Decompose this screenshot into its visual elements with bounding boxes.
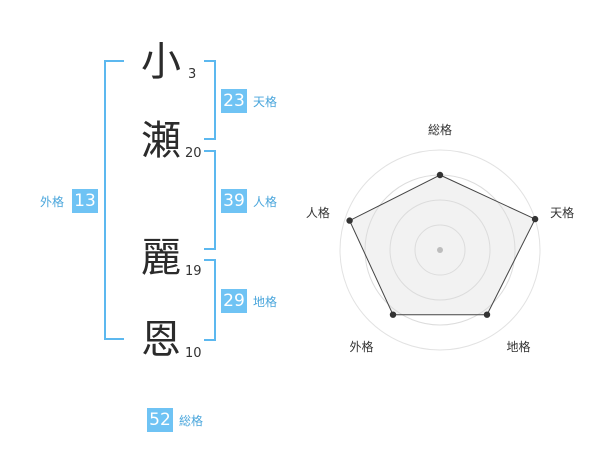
chikaku-value-badge: 29 [221,289,247,313]
name-char-4: 恩 [141,317,181,363]
stroke-count-4: 10 [185,346,202,361]
stroke-count-1: 3 [188,67,197,82]
soukaku-label: 総格 [179,414,204,428]
name-char-1: 小 [141,39,181,85]
radar-point-3 [483,311,491,318]
gaikaku-label: 外格 [40,195,65,209]
radar-data-outline [348,174,536,316]
radar-point-1 [436,171,444,179]
radar-point-4 [389,311,397,318]
stroke-count-2: 20 [185,146,202,161]
radar-axis-label-3: 地格 [507,339,531,354]
name-char-3: 麗 [141,235,181,281]
radar-point-2 [531,215,539,223]
radar-point-5 [346,217,353,224]
radar-axis-label-4: 外格 [349,339,373,354]
jinkaku-label: 人格 [253,195,278,209]
soukaku-value-badge: 52 [147,408,173,432]
radar-data-area [349,175,536,315]
tenkaku-label: 天格 [253,95,278,109]
radar-grid-ring [389,199,491,301]
tenkaku-value-badge: 23 [221,89,247,113]
radar-grid-ring [414,224,466,276]
jinkaku-value-badge: 39 [221,189,247,213]
radar-axis-label-5: 人格 [306,205,330,220]
radar-center-dot [437,247,443,253]
gaikaku-value-badge: 13 [72,189,98,213]
stroke-count-3: 19 [185,264,202,279]
chikaku-label: 地格 [253,295,278,309]
radar-axis-label-2: 天格 [550,205,574,220]
name-char-2: 瀬 [141,118,181,164]
radar-axis-label-1: 総格 [428,122,452,137]
